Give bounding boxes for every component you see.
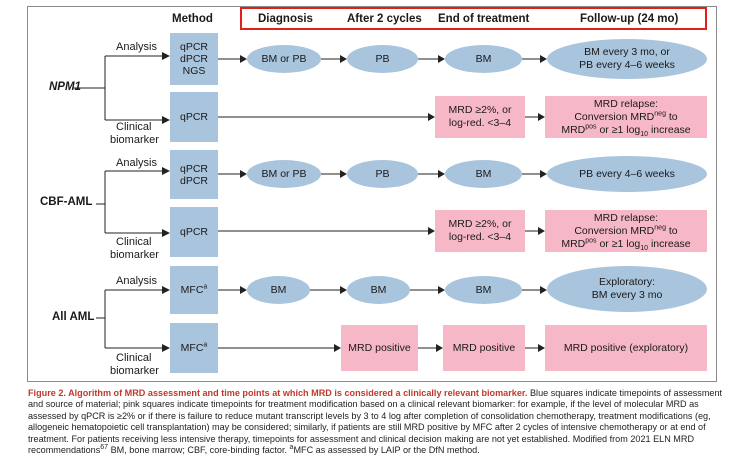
branch-clinical-all: Clinical (116, 352, 152, 364)
cbf-end-sample: BM (445, 160, 522, 188)
all-after2-mrd-positive: MRD positive (341, 325, 418, 371)
figure-caption: Figure 2. Algorithm of MRD assessment an… (28, 388, 723, 456)
group-cbf-aml: CBF-AML (40, 196, 93, 208)
group-all-aml: All AML (52, 311, 95, 323)
npm1-clinical-method: qPCR (170, 92, 218, 142)
all-diagnosis-sample: BM (247, 276, 310, 304)
all-follow-up-sample: Exploratory:BM every 3 mo (547, 266, 707, 312)
cbf-clinical-method: qPCR (170, 207, 218, 257)
header-end-of-treatment: End of treatment (438, 13, 530, 25)
all-follow-up-mrd-positive: MRD positive (exploratory) (545, 325, 707, 371)
all-after2-sample: BM (347, 276, 410, 304)
header-follow-up: Follow-up (24 mo) (580, 13, 679, 25)
all-end-sample: BM (445, 276, 522, 304)
branch-biomarker-cbf: biomarker (110, 249, 159, 261)
branch-analysis-npm1: Analysis (116, 41, 157, 53)
caption-title: Figure 2. Algorithm of MRD assessment an… (28, 388, 528, 398)
cbf-follow-up-sample: PB every 4–6 weeks (547, 156, 707, 192)
npm1-after2-sample: PB (347, 45, 418, 73)
npm1-relapse-criteria: MRD relapse: Conversion MRDneg to MRDpos… (545, 96, 707, 138)
branch-clinical-npm1: Clinical (116, 121, 152, 133)
npm1-end-sample: BM (445, 45, 522, 73)
header-diagnosis: Diagnosis (258, 13, 313, 25)
all-analysis-method: MFCa (170, 266, 218, 314)
header-after-2-cycles: After 2 cycles (347, 13, 422, 25)
header-method: Method (172, 13, 213, 25)
all-end-mrd-positive: MRD positive (443, 325, 525, 371)
cbf-after2-sample: PB (347, 160, 418, 188)
branch-clinical-cbf: Clinical (116, 236, 152, 248)
cbf-relapse-criteria: MRD relapse: Conversion MRDneg to MRDpos… (545, 210, 707, 252)
npm1-diagnosis-sample: BM or PB (247, 45, 321, 73)
cbf-diagnosis-sample: BM or PB (247, 160, 321, 188)
branch-biomarker-npm1: biomarker (110, 134, 159, 146)
diagram-frame (27, 6, 717, 382)
timepoints-header-box (240, 7, 707, 30)
all-clinical-method: MFCa (170, 323, 218, 373)
branch-analysis-cbf: Analysis (116, 157, 157, 169)
group-npm1: NPM1 (49, 81, 81, 93)
branch-analysis-all: Analysis (116, 275, 157, 287)
branch-biomarker-all: biomarker (110, 365, 159, 377)
